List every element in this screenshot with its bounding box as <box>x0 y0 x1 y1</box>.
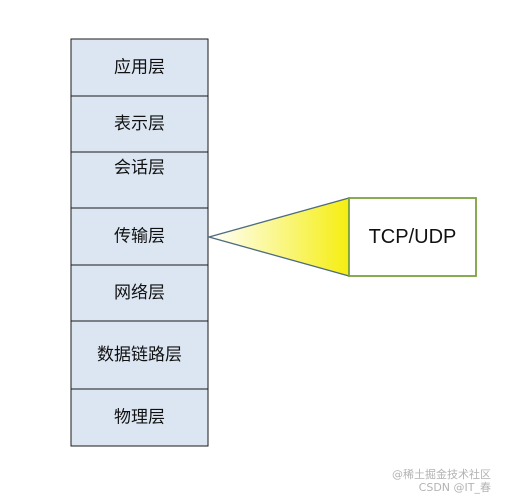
layer-label-session: 会话层 <box>114 158 165 178</box>
layer-box-network <box>70 264 209 322</box>
layer-label-transport: 传输层 <box>114 227 165 247</box>
callout-pointer <box>206 197 350 277</box>
layer-label-physical: 物理层 <box>114 408 165 428</box>
layer-label-presentation: 表示层 <box>114 114 165 134</box>
layer-box-transport <box>70 207 209 266</box>
watermark-line-2: CSDN @IT_春 <box>418 481 491 494</box>
layer-box-application <box>70 38 209 97</box>
layer-box-data-link <box>70 320 209 390</box>
watermark: @稀土掘金技术社区 CSDN @IT_春 <box>392 468 491 494</box>
layer-box-session <box>70 151 209 209</box>
watermark-line-1: @稀土掘金技术社区 <box>392 468 491 481</box>
layer-label-application: 应用层 <box>114 58 165 78</box>
layer-box-presentation <box>70 95 209 153</box>
callout-box <box>348 197 477 277</box>
layer-box-physical <box>70 388 209 447</box>
transport-callout: TCP/UDP <box>206 197 477 277</box>
layer-label-data-link: 数据链路层 <box>97 345 182 365</box>
layer-label-network: 网络层 <box>114 283 165 303</box>
callout-label: TCP/UDP <box>369 226 457 248</box>
